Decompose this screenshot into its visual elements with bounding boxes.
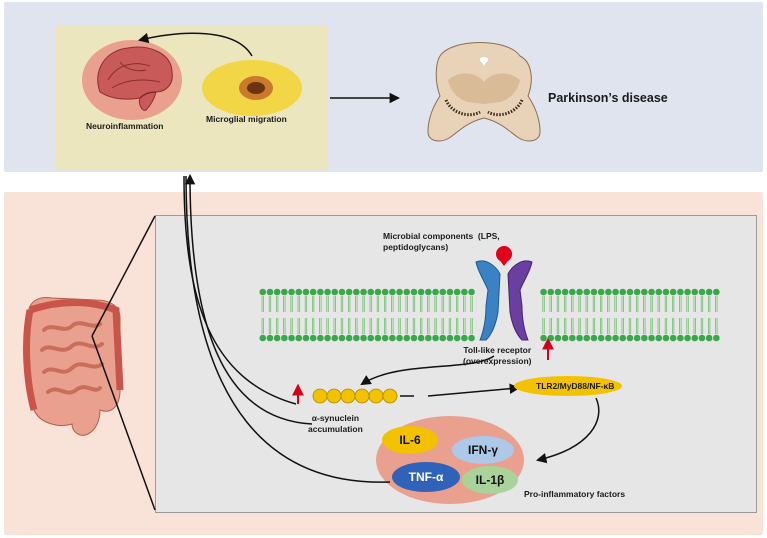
toll-like-receptor-label: Toll-like receptor (overexpression) — [463, 345, 532, 366]
alpha-synuclein-label: α-synuclein accumulation — [308, 413, 363, 434]
intestine-illustration — [23, 297, 124, 436]
microglia-illustration — [202, 60, 302, 116]
cytokine-il1-beta: IL-1β — [462, 466, 518, 494]
microglial-migration-label: Microglial migration — [206, 114, 287, 124]
pathway-oval — [514, 376, 622, 396]
brainstem-illustration — [427, 42, 541, 142]
cytokine-ifn-gamma: IFN-γ — [452, 436, 514, 464]
cytokine-il6: IL-6 — [382, 426, 438, 454]
toll-like-receptor — [475, 260, 533, 341]
neuroinflammation-illustration — [82, 40, 182, 120]
parkinsons-disease-label: Parkinson’s disease — [548, 91, 668, 105]
microbial-components-label: Microbial components (LPS, peptidoglycan… — [383, 231, 500, 252]
neuroinflammation-label: Neuroinflammation — [86, 121, 164, 131]
cell-membrane — [259, 288, 720, 342]
pro-inflammatory-label: Pro-inflammatory factors — [524, 489, 626, 499]
cytokine-tnf-alpha: TNF-α — [392, 462, 460, 492]
alpha-synuclein-chain — [312, 388, 398, 404]
pathway-label: TLR2/MyD88/NF-κB — [536, 381, 615, 391]
